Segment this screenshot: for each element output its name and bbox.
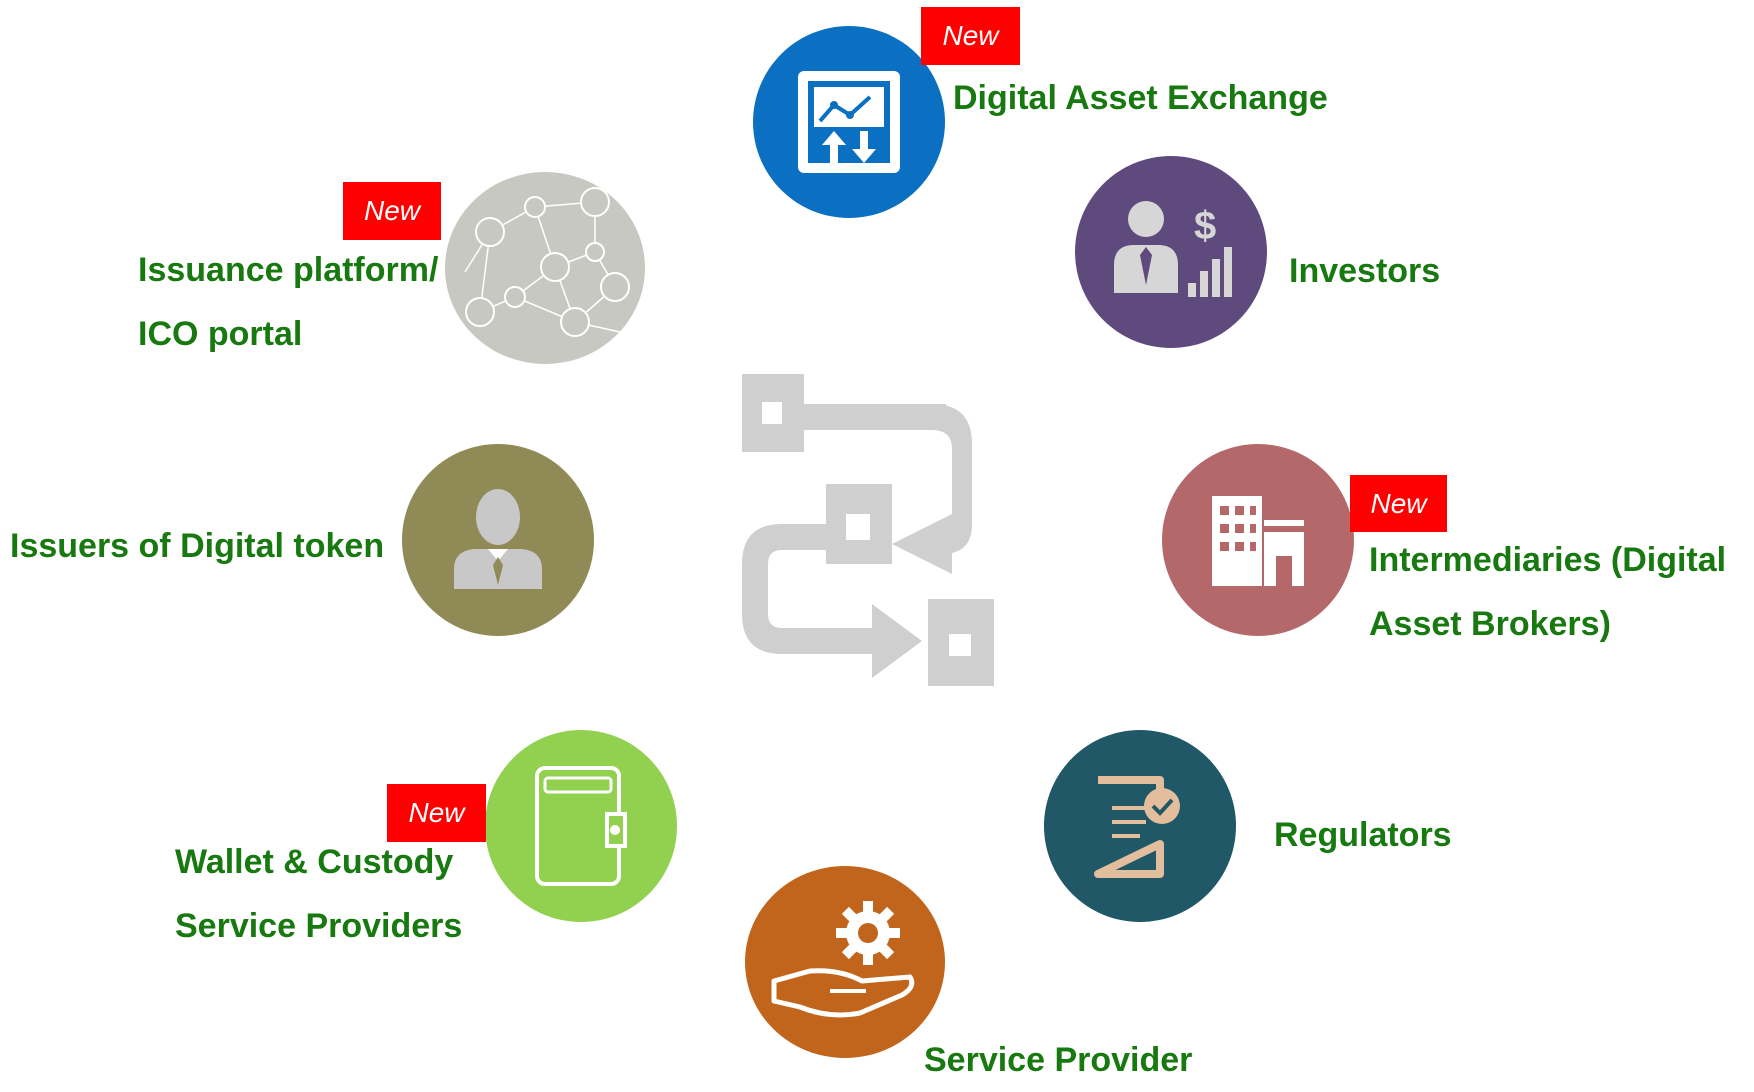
new-badge: New [1350, 475, 1447, 532]
investors-node: $ [1075, 156, 1267, 348]
new-badge: New [921, 7, 1020, 65]
investors-label: Investors [1289, 252, 1441, 290]
chart-exchange-icon [798, 71, 900, 173]
workflow-arrows-icon [742, 374, 994, 686]
issuance-platform-label: Issuance platform/ ICO portal [138, 251, 439, 353]
issuers-label: Issuers of Digital token [10, 527, 385, 565]
new-badge: New [387, 784, 486, 842]
investor-dollar-icon: $ [1114, 201, 1232, 297]
intermediaries-label: Intermediaries (Digital Asset Brokers) [1369, 541, 1727, 643]
wallet-custody-node [485, 730, 677, 922]
digital-asset-exchange-label: Digital Asset Exchange [953, 79, 1328, 117]
regulators-label: Regulators [1274, 816, 1452, 854]
document-check-icon [1094, 776, 1180, 878]
wallet-custody-label: Wallet & Custody Service Providers [175, 843, 463, 945]
digital-asset-exchange-node [753, 26, 945, 218]
person-icon [454, 489, 542, 589]
issuance-platform-node [445, 172, 645, 364]
issuers-node [402, 444, 594, 636]
building-icon [1212, 496, 1304, 586]
service-provider-label: Service Provider [924, 1041, 1193, 1079]
wallet-icon [535, 766, 627, 886]
svg-text:$: $ [1194, 204, 1216, 248]
service-provider-node [745, 866, 945, 1058]
regulators-node [1044, 730, 1236, 922]
hand-gear-icon [771, 901, 915, 1018]
network-nodes-icon [464, 187, 630, 337]
new-badge: New [343, 182, 441, 240]
intermediaries-node [1162, 444, 1354, 636]
